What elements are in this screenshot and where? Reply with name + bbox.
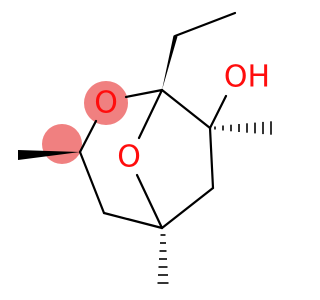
hash-bond-c7-methyl [214, 121, 272, 135]
bond-c7-oh [208, 94, 228, 130]
atom-label-hydroxyl: OH [224, 60, 270, 95]
highlight-ring-oxygen [84, 81, 128, 125]
bond-ringO-c1 [124, 88, 164, 99]
bond-c4-c3 [78, 150, 106, 215]
bond-c6-c5 [160, 186, 215, 230]
wedge-bond-c1-ethyl [162, 35, 178, 90]
bond-bridgeO-c5 [135, 173, 164, 230]
bond-ringO-c3 [78, 119, 98, 154]
highlight-stereocenter-c3 [42, 124, 82, 164]
hash-bond-c5-methyl [157, 234, 169, 284]
bond-ethyl-ch2-ch3 [173, 11, 237, 38]
atom-label-ring-oxygen: O [94, 86, 118, 121]
bond-c1-c7 [160, 88, 212, 130]
wedge-bond-c3-methyl [18, 150, 80, 160]
atom-label-bridge-oxygen: O [117, 140, 141, 175]
bond-c1-bridgeO [137, 88, 164, 140]
bond-c7-c6 [208, 126, 215, 190]
molecule-structure-canvas: O O OH [18, 11, 272, 284]
bond-c5-c4 [102, 211, 164, 230]
